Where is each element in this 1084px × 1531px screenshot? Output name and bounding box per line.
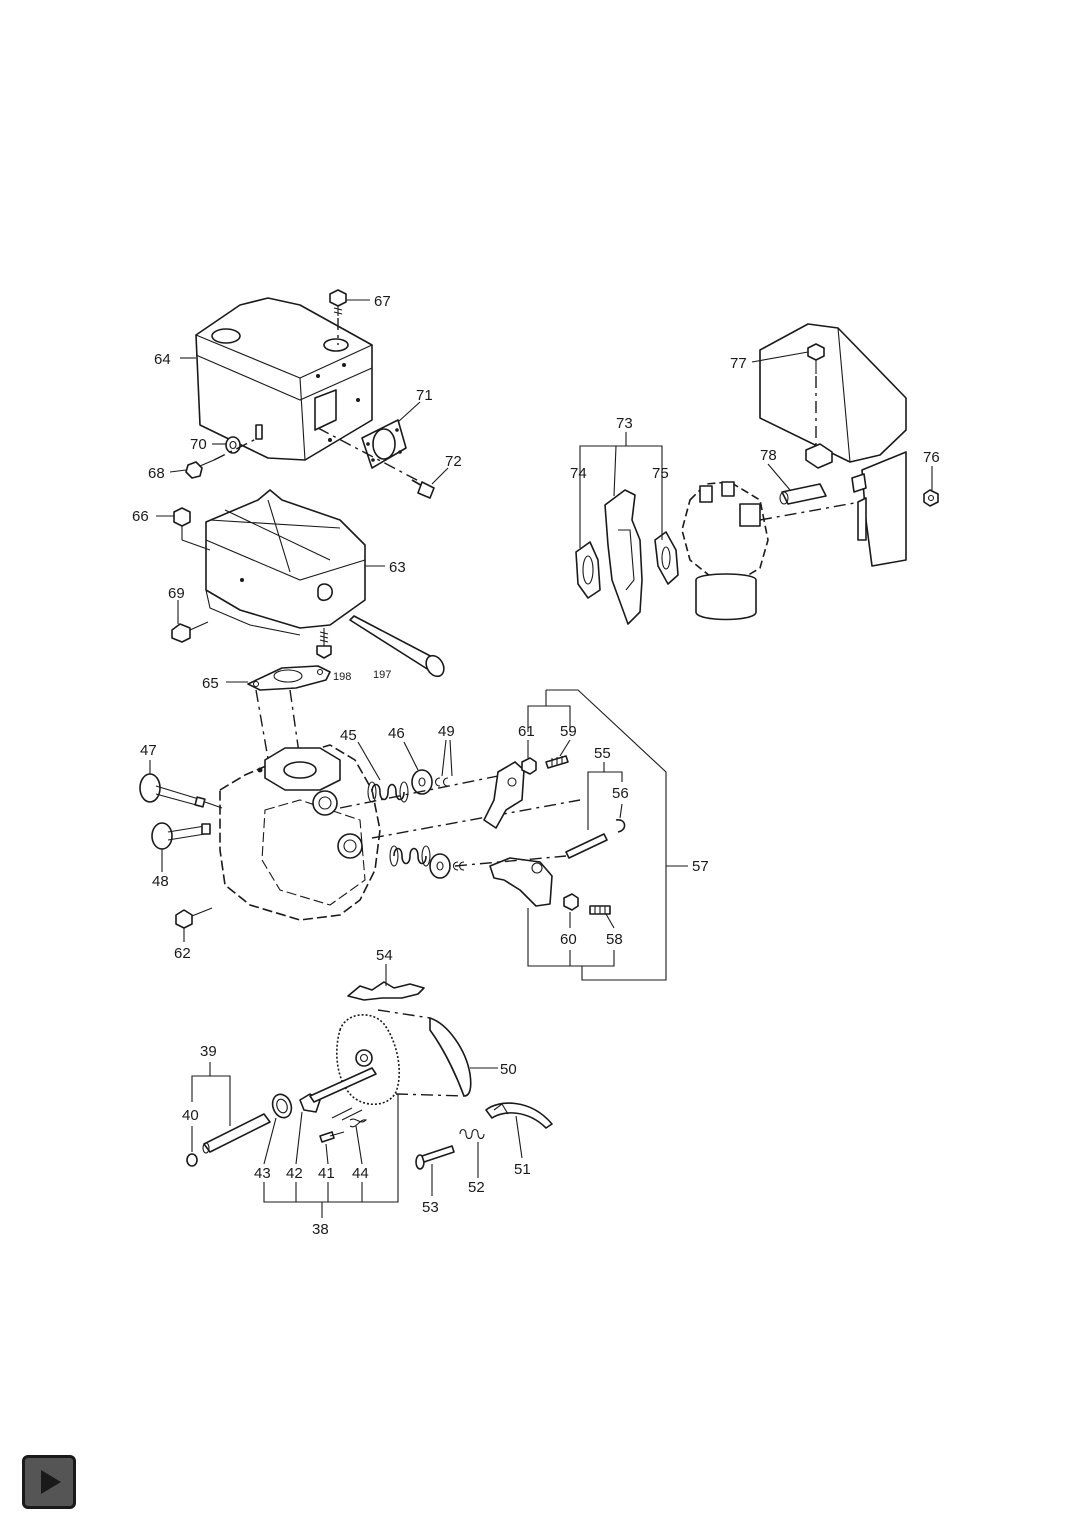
rocker-arm-upper: [483, 761, 525, 829]
label-46: 46: [388, 725, 405, 742]
screw-198: [316, 628, 332, 659]
label-197: 197: [373, 669, 391, 681]
retainer-46: [411, 769, 433, 795]
rocker-shaft-55: [454, 833, 608, 867]
exhaust-gasket: [361, 419, 407, 469]
bolt-77: [807, 343, 825, 450]
play-button[interactable]: [22, 1455, 76, 1509]
label-43: 43: [254, 1165, 271, 1182]
bolt-68: [185, 459, 215, 479]
label-74: 74: [570, 465, 587, 482]
label-57: 57: [692, 858, 709, 875]
bolt-62: [175, 907, 213, 929]
part-labels: 64 67 71 72 70 68 66 63 69 198 197 65 47…: [132, 293, 940, 1238]
label-39: 39: [200, 1043, 217, 1060]
label-66: 66: [132, 508, 149, 525]
label-69: 69: [168, 585, 185, 602]
play-icon: [41, 1470, 61, 1494]
washer-43: [271, 1093, 293, 1119]
label-68: 68: [148, 465, 165, 482]
pin-41: [319, 1131, 345, 1143]
label-45: 45: [340, 727, 357, 744]
carburetor: [681, 481, 769, 621]
intake-valve-48: [151, 822, 211, 850]
spring-44: [331, 1107, 368, 1128]
breather-tube-78: [779, 473, 867, 505]
tube-197: [349, 615, 445, 678]
label-53: 53: [422, 1199, 439, 1216]
label-40: 40: [182, 1107, 199, 1124]
flyweight-51: [485, 1102, 553, 1129]
air-cleaner-cover: [759, 323, 907, 567]
bolt-72: [411, 479, 435, 499]
rocker-arm-lower: [489, 857, 553, 907]
label-61: 61: [518, 723, 535, 740]
label-41: 41: [318, 1165, 335, 1182]
governor-arm-42: [299, 1067, 377, 1113]
label-49: 49: [438, 723, 455, 740]
part-54: [347, 981, 425, 1001]
label-65: 65: [202, 675, 219, 692]
label-44: 44: [352, 1165, 369, 1182]
nut-76: [923, 489, 939, 507]
muffler: [205, 489, 366, 636]
clip-56: [615, 819, 626, 833]
label-52: 52: [468, 1179, 485, 1196]
label-62: 62: [174, 945, 191, 962]
label-59: 59: [560, 723, 577, 740]
label-48: 48: [152, 873, 169, 890]
label-67: 67: [374, 293, 391, 310]
label-73: 73: [616, 415, 633, 432]
label-38: 38: [312, 1221, 329, 1238]
label-77: 77: [730, 355, 747, 372]
label-55: 55: [594, 745, 611, 762]
spring-52: [459, 1128, 485, 1140]
label-56: 56: [612, 785, 629, 802]
label-54: 54: [376, 947, 393, 964]
label-76: 76: [923, 449, 940, 466]
label-64: 64: [154, 351, 171, 368]
label-60: 60: [560, 931, 577, 948]
label-75: 75: [652, 465, 669, 482]
insulator-74: [575, 541, 601, 599]
label-198: 198: [333, 671, 351, 683]
valve-spring-lower: [389, 845, 431, 867]
bolt-67: [329, 289, 347, 345]
bolt-69: [171, 621, 209, 643]
label-42: 42: [286, 1165, 303, 1182]
adjust-screw-59: [545, 755, 569, 769]
nut-66: [173, 507, 211, 551]
label-51: 51: [514, 1161, 531, 1178]
cam-gear-50: [336, 1014, 472, 1106]
adjust-screw-58: [589, 905, 611, 915]
pin-53: [415, 1145, 455, 1170]
nut-61: [521, 757, 537, 775]
label-63: 63: [389, 559, 406, 576]
label-71: 71: [416, 387, 433, 404]
bracket-73: [604, 489, 643, 625]
label-50: 50: [500, 1061, 517, 1078]
label-47: 47: [140, 742, 157, 759]
gasket-65: [247, 665, 331, 691]
label-78: 78: [760, 447, 777, 464]
exhaust-valve-47: [139, 773, 206, 808]
valve-spring-45: [367, 781, 409, 803]
washer-40: [186, 1153, 198, 1167]
label-72: 72: [445, 453, 462, 470]
washer-70: [225, 436, 241, 454]
retainer-lower: [429, 853, 451, 879]
leader-lines: [149, 299, 933, 1218]
label-70: 70: [190, 436, 207, 453]
gasket-75: [654, 531, 679, 585]
heat-shield: [195, 297, 373, 461]
nut-60: [563, 893, 579, 911]
shaft-39: [202, 1113, 271, 1154]
label-58: 58: [606, 931, 623, 948]
cylinder-head: [219, 744, 381, 921]
